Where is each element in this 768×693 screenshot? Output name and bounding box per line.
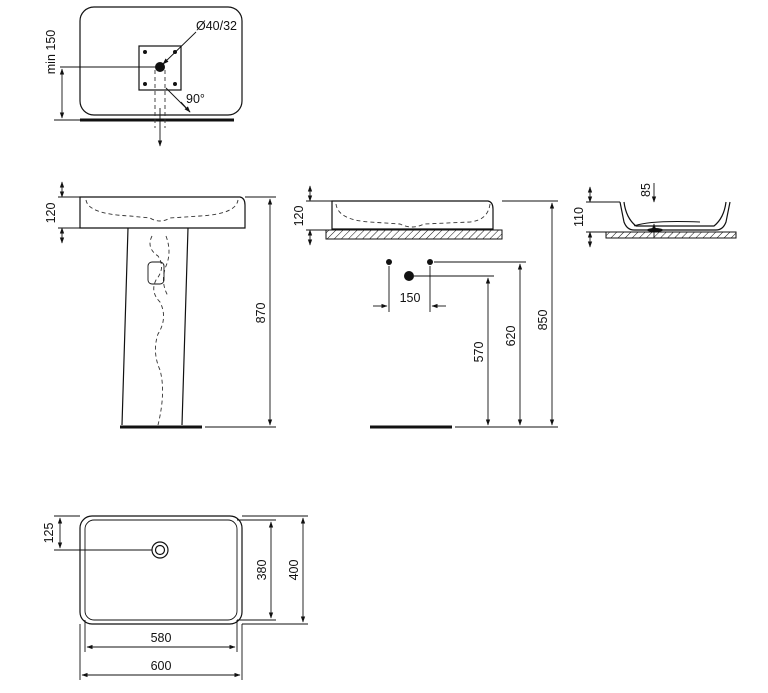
basin-plan-inner [84, 519, 238, 621]
inner-depth-label: 380 [255, 560, 269, 581]
countertop [325, 229, 503, 240]
basin-plan-outer [79, 515, 243, 625]
wall-outlet-view: min 150 Ø40/32 90° [44, 6, 243, 147]
outer-width-label: 600 [151, 659, 172, 673]
basin-front-outline [79, 196, 246, 229]
outlet-hole [155, 62, 165, 72]
basin-section-outer [619, 201, 731, 231]
outlet-plate [138, 45, 182, 91]
basin-side-outline [331, 200, 494, 230]
supply-pipe-point [427, 259, 433, 265]
basin-height-label: 120 [44, 203, 58, 224]
inner-width-label: 580 [151, 631, 172, 645]
side-view: 120 150 570 620 850 [292, 185, 558, 429]
waste-offset-label: 125 [42, 523, 56, 544]
angle-label: 90° [186, 92, 205, 106]
section-view: 110 85 [572, 183, 737, 248]
plan-view: 125 380 400 580 600 [42, 515, 308, 680]
front-view: 120 870 [44, 181, 276, 429]
waste-pipe-point [404, 271, 414, 281]
diameter-leader [162, 31, 197, 65]
basin-back-outline [79, 6, 243, 116]
pipe-spacing-label: 150 [400, 291, 421, 305]
waste-height-label: 570 [472, 342, 486, 363]
supply-pipe-point [386, 259, 392, 265]
outlet-diameter-label: Ø40/32 [196, 19, 237, 33]
rim-height-label: 850 [536, 310, 550, 331]
bowl-depth-label: 85 [639, 183, 653, 197]
waste-outlet [151, 541, 169, 559]
outer-depth-label: 400 [287, 560, 301, 581]
min-offset-label: min 150 [44, 30, 58, 75]
total-height-label: 870 [254, 303, 268, 324]
section-countertop [605, 231, 737, 239]
supply-height-label: 620 [504, 326, 518, 347]
side-basin-height-label: 120 [292, 206, 306, 227]
pedestal-outline [121, 227, 189, 426]
section-height-label: 110 [572, 207, 586, 227]
